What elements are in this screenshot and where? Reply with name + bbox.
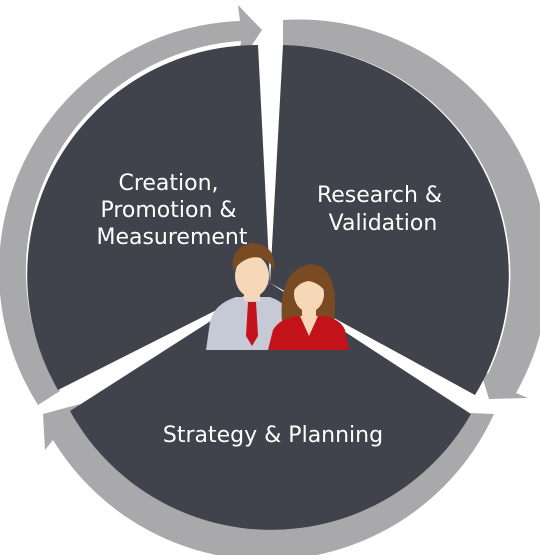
- label-creation-line-2: Promotion &: [100, 198, 236, 223]
- cycle-arrows: [0, 5, 540, 560]
- arrow-strategy-to-creation: [43, 404, 494, 560]
- segment-labels: Research & Validation Strategy & Plannin…: [96, 171, 449, 448]
- label-strategy-planning: Strategy & Planning: [163, 423, 383, 448]
- woman-figure: [268, 264, 349, 350]
- label-creation-line-3: Measurement: [96, 225, 247, 250]
- label-research-line-2: Validation: [329, 211, 438, 236]
- arrow-research-to-strategy: [283, 19, 540, 399]
- label-research-line-1: Research &: [317, 183, 442, 208]
- arrow-creation-to-research: [0, 5, 262, 405]
- label-creation-promotion: Creation, Promotion & Measurement: [96, 171, 247, 250]
- segment-creation-promotion: [27, 44, 271, 391]
- people-icon: [206, 243, 349, 350]
- label-research-validation: Research & Validation: [317, 183, 449, 236]
- segment-strategy-planning: [70, 283, 471, 530]
- label-creation-line-1: Creation,: [118, 171, 218, 196]
- label-strategy-line-1: Strategy & Planning: [163, 423, 383, 448]
